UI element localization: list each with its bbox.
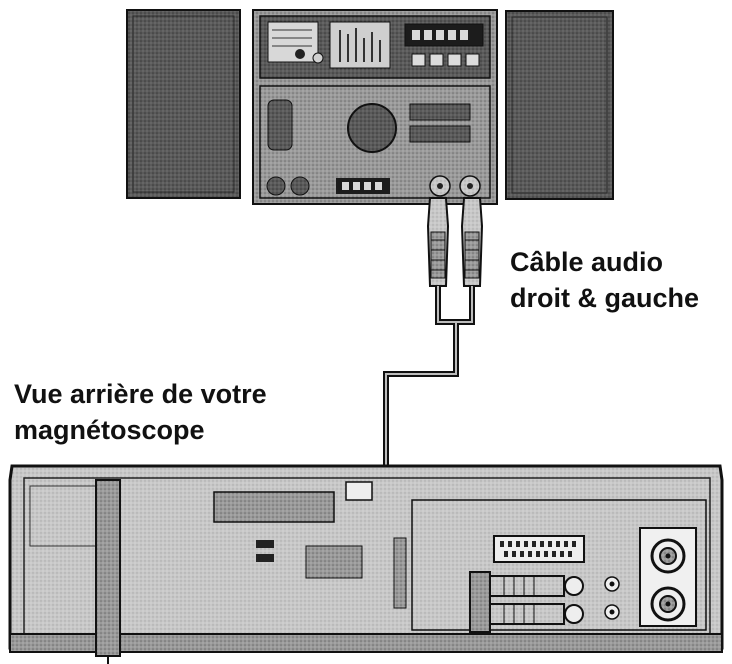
vcr-rear-view-label-line-1: Vue arrière de votre <box>14 376 267 412</box>
right-speaker-icon <box>506 11 613 199</box>
audio-cable-label-line-1: Câble audio <box>510 244 699 280</box>
audio-cable-label-line-2: droit & gauche <box>510 280 699 316</box>
rca-plug-icon <box>428 198 482 286</box>
vcr-rear-panel-icon <box>10 466 722 664</box>
rf-connector-icon <box>640 528 696 626</box>
stereo-system-icon <box>253 10 497 204</box>
vcr-rear-view-label-line-2: magnétoscope <box>14 412 267 448</box>
left-speaker-icon <box>127 10 240 198</box>
audio-cable-label: Câble audio droit & gauche <box>510 244 699 316</box>
scart-connector-icon <box>494 536 584 562</box>
vcr-rear-view-label: Vue arrière de votre magnétoscope <box>14 376 267 448</box>
